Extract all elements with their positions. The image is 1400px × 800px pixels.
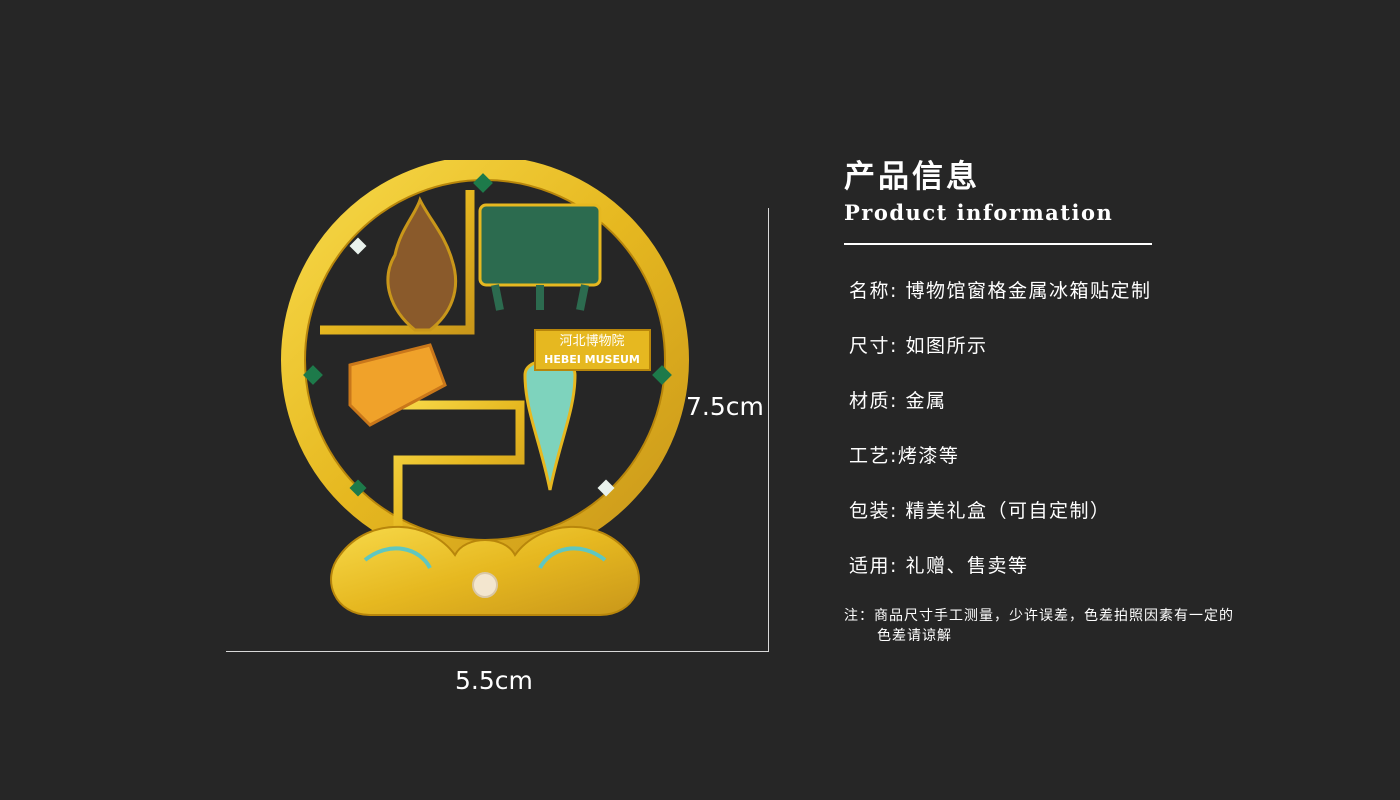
spec-packaging: 包装: 精美礼盒（可自定制） xyxy=(849,500,1111,522)
product-image: 河北博物院 HEBEI MUSEUM xyxy=(280,156,690,630)
title-divider xyxy=(844,243,1152,245)
height-dimension-line xyxy=(768,208,769,651)
info-title-en: Product information xyxy=(844,200,1114,225)
disclaimer-note: 注：商品尺寸手工测量，少许误差，色差拍照因素有一定的 色差请谅解 xyxy=(844,606,1264,646)
spec-list: 名称: 博物馆窗格金属冰箱贴定制 尺寸: 如图所示 材质: 金属 工艺:烤漆等 … xyxy=(849,264,1284,594)
note-line-2: 色差请谅解 xyxy=(877,628,952,644)
plaque-text-cn: 河北博物院 xyxy=(559,334,624,349)
spec-craft: 工艺:烤漆等 xyxy=(849,445,960,467)
spec-size: 尺寸: 如图所示 xyxy=(849,335,988,357)
height-dimension-label: 7.5cm xyxy=(686,392,764,421)
width-dimension-label: 5.5cm xyxy=(455,666,533,695)
spec-name: 名称: 博物馆窗格金属冰箱贴定制 xyxy=(849,280,1152,302)
spec-usage: 适用: 礼赠、售卖等 xyxy=(849,555,1029,577)
info-title-cn: 产品信息 xyxy=(844,159,980,195)
width-dimension-line xyxy=(226,651,769,652)
product-info-panel: 产品信息 Product information 名称: 博物馆窗格金属冰箱贴定… xyxy=(844,155,1284,646)
plaque-text-en: HEBEI MUSEUM xyxy=(544,353,640,366)
note-line-1: 注：商品尺寸手工测量，少许误差，色差拍照因素有一定的 xyxy=(844,608,1234,624)
spec-material: 材质: 金属 xyxy=(849,390,947,412)
